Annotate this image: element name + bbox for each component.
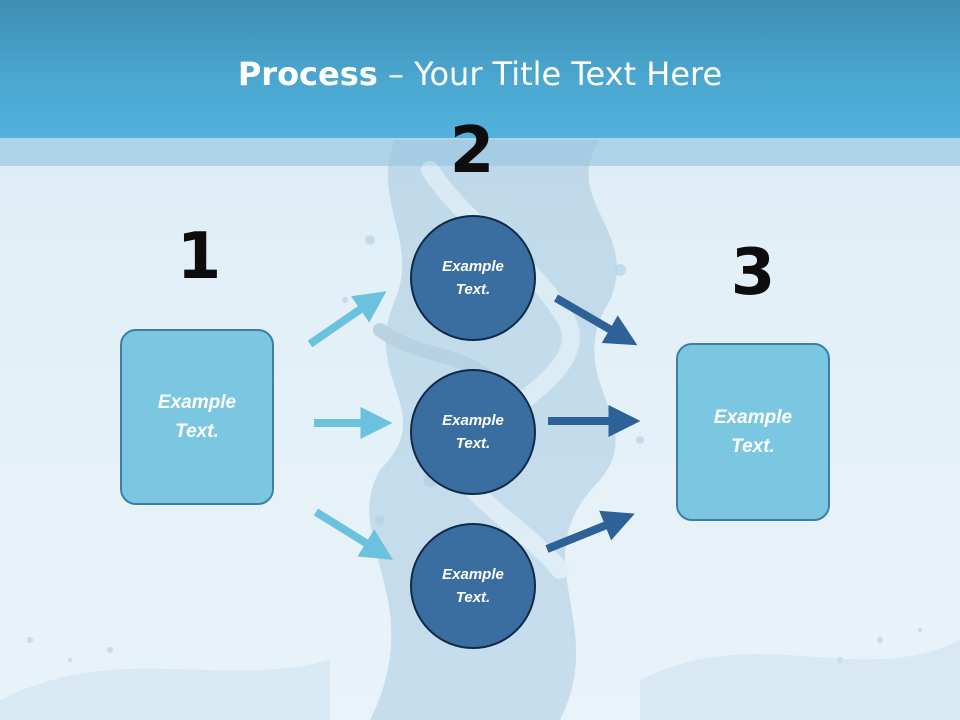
arrow-down-right-light: [313, 508, 394, 560]
header-band: [0, 138, 960, 166]
step-2-number: 2: [449, 114, 495, 188]
step-2-circle-top: Example Text.: [410, 215, 536, 341]
step-1-number: 1: [176, 220, 222, 294]
step-1-text: Example Text.: [157, 392, 237, 442]
step-2-circle-top-text: Example Text.: [442, 258, 504, 298]
arrow-up-right-dark: [545, 510, 635, 553]
title-bold: Process: [237, 55, 378, 93]
step-3-number: 3: [730, 236, 776, 310]
header-bar: [0, 0, 960, 138]
title-rest: – Your Title Text Here: [377, 55, 723, 93]
step-1-box: Example Text.: [120, 329, 274, 505]
step-2-circle-bottom-text: Example Text.: [442, 566, 504, 606]
step-3-box: Example Text.: [676, 343, 830, 521]
arrow-down-right-dark: [553, 294, 638, 346]
page-title: Process – Your Title Text Here: [0, 52, 960, 96]
step-2-circle-middle-text: Example Text.: [442, 412, 504, 452]
step-2-circle-middle: Example Text.: [410, 369, 536, 495]
step-3-text: Example Text.: [713, 407, 793, 457]
arrow-up-right-light: [307, 291, 387, 348]
step-2-circle-bottom: Example Text.: [410, 523, 536, 649]
